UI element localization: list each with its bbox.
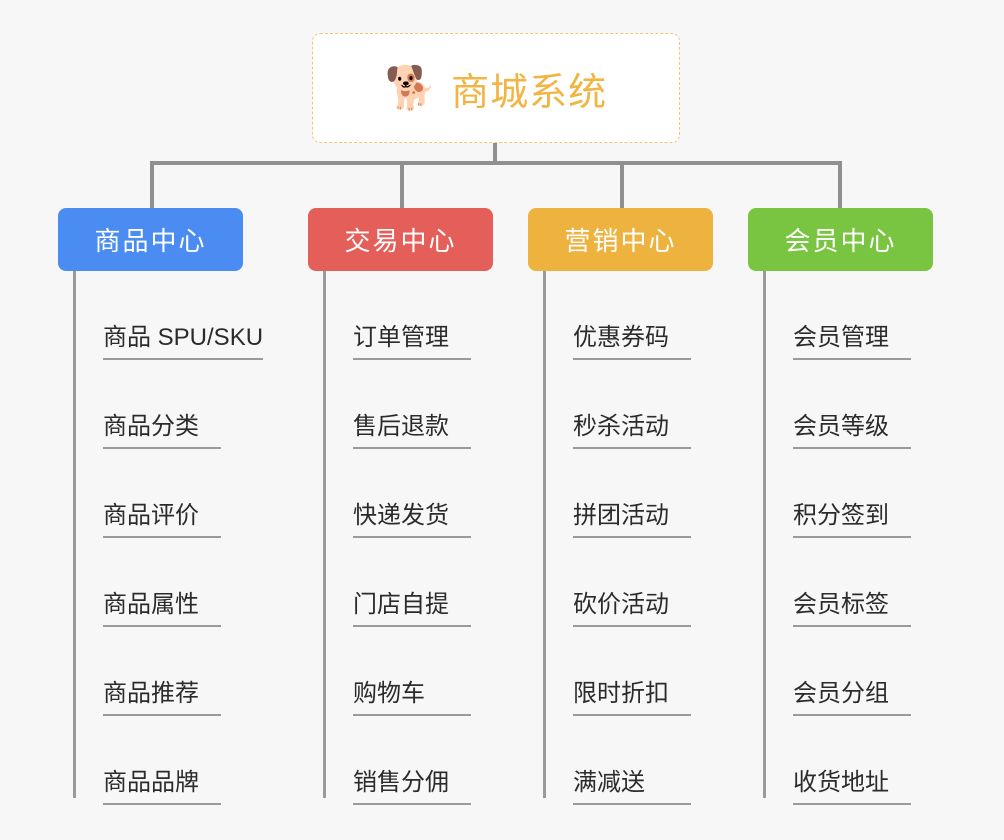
- branch-drop-connector-4: [838, 161, 842, 209]
- shiba-dog-emoji: 🐕: [384, 64, 438, 111]
- leaf-item[interactable]: 购物车: [323, 627, 538, 716]
- leaf-item[interactable]: 商品评价: [73, 449, 288, 538]
- leaf-list-4: 会员管理会员等级积分签到会员标签会员分组收货地址: [763, 271, 978, 805]
- leaf-list-3: 优惠券码秒杀活动拼团活动砍价活动限时折扣满减送: [543, 271, 758, 805]
- leaf-item-label: 商品属性: [103, 584, 221, 627]
- leaf-item[interactable]: 砍价活动: [543, 538, 758, 627]
- leaf-item[interactable]: 商品 SPU/SKU: [73, 271, 288, 360]
- leaf-item-label: 商品品牌: [103, 762, 221, 805]
- leaf-item-label: 积分签到: [793, 495, 911, 538]
- leaf-item-label: 销售分佣: [353, 762, 471, 805]
- branch-column-2: 交易中心订单管理售后退款快递发货门店自提购物车销售分佣: [308, 208, 493, 805]
- horizontal-distribution-connector: [150, 161, 840, 165]
- branch-column-1: 商品中心商品 SPU/SKU 商品分类商品评价商品属性商品推荐商品品牌: [58, 208, 264, 805]
- branch-column-4: 会员中心会员管理会员等级积分签到会员标签会员分组收货地址: [748, 208, 933, 805]
- branch-header-1[interactable]: 商品中心: [58, 208, 243, 271]
- leaf-item[interactable]: 会员标签: [763, 538, 978, 627]
- leaf-list-1: 商品 SPU/SKU 商品分类商品评价商品属性商品推荐商品品牌: [73, 271, 288, 805]
- leaf-item[interactable]: 会员分组: [763, 627, 978, 716]
- leaf-item[interactable]: 会员管理: [763, 271, 978, 360]
- branch-header-4[interactable]: 会员中心: [748, 208, 933, 271]
- root-stem-connector: [493, 143, 497, 165]
- leaf-item[interactable]: 订单管理: [323, 271, 538, 360]
- leaf-item-label: 售后退款: [353, 406, 471, 449]
- branch-drop-connector-1: [150, 161, 154, 209]
- branch-trunk-connector-1: [73, 271, 76, 798]
- leaf-item[interactable]: 限时折扣: [543, 627, 758, 716]
- branch-header-label: 营销中心: [564, 226, 677, 256]
- branch-trunk-connector-2: [323, 271, 326, 798]
- leaf-item-label: 商品评价: [103, 495, 221, 538]
- leaf-item-label: 收货地址: [793, 762, 911, 805]
- leaf-item-label: 会员标签: [793, 584, 911, 627]
- leaf-item-label: 商品 SPU/SKU: [103, 317, 264, 360]
- leaf-item[interactable]: 商品推荐: [73, 627, 288, 716]
- leaf-item[interactable]: 门店自提: [323, 538, 538, 627]
- leaf-item[interactable]: 销售分佣: [323, 716, 538, 805]
- branch-column-3: 营销中心优惠券码秒杀活动拼团活动砍价活动限时折扣满减送: [528, 208, 713, 805]
- root-node[interactable]: 🐕 商城系统: [312, 33, 680, 143]
- leaf-item-label: 砍价活动: [573, 584, 691, 627]
- branch-header-3[interactable]: 营销中心: [528, 208, 713, 271]
- branch-trunk-connector-3: [543, 271, 546, 798]
- branch-header-label: 交易中心: [344, 226, 457, 256]
- branch-header-label: 会员中心: [784, 226, 897, 256]
- leaf-item[interactable]: 快递发货: [323, 449, 538, 538]
- leaf-item-label: 门店自提: [353, 584, 471, 627]
- branch-header-label: 商品中心: [94, 226, 207, 256]
- leaf-item-label: 会员管理: [793, 317, 911, 360]
- leaf-item-label: 订单管理: [353, 317, 471, 360]
- leaf-item[interactable]: 商品属性: [73, 538, 288, 627]
- leaf-item[interactable]: 会员等级: [763, 360, 978, 449]
- leaf-item-label: 购物车: [353, 673, 471, 716]
- leaf-item[interactable]: 售后退款: [323, 360, 538, 449]
- leaf-item-label: 会员等级: [793, 406, 911, 449]
- leaf-item-label: 拼团活动: [573, 495, 691, 538]
- root-title: 商城系统: [451, 71, 608, 114]
- branch-trunk-connector-4: [763, 271, 766, 798]
- leaf-item-label: 优惠券码: [573, 317, 691, 360]
- leaf-item[interactable]: 商品分类: [73, 360, 288, 449]
- leaf-list-2: 订单管理售后退款快递发货门店自提购物车销售分佣: [323, 271, 538, 805]
- leaf-item-label: 商品推荐: [103, 673, 221, 716]
- leaf-item[interactable]: 秒杀活动: [543, 360, 758, 449]
- leaf-item-label: 限时折扣: [573, 673, 691, 716]
- leaf-item[interactable]: 满减送: [543, 716, 758, 805]
- branch-drop-connector-2: [400, 161, 404, 209]
- leaf-item-label: 满减送: [573, 762, 691, 805]
- branch-header-2[interactable]: 交易中心: [308, 208, 493, 271]
- leaf-item-label: 秒杀活动: [573, 406, 691, 449]
- leaf-item[interactable]: 优惠券码: [543, 271, 758, 360]
- leaf-item[interactable]: 积分签到: [763, 449, 978, 538]
- leaf-item[interactable]: 收货地址: [763, 716, 978, 805]
- leaf-item-label: 快递发货: [353, 495, 471, 538]
- branch-drop-connector-3: [620, 161, 624, 209]
- leaf-item[interactable]: 商品品牌: [73, 716, 288, 805]
- leaf-item[interactable]: 拼团活动: [543, 449, 758, 538]
- leaf-item-label: 会员分组: [793, 673, 911, 716]
- leaf-item-label: 商品分类: [103, 406, 221, 449]
